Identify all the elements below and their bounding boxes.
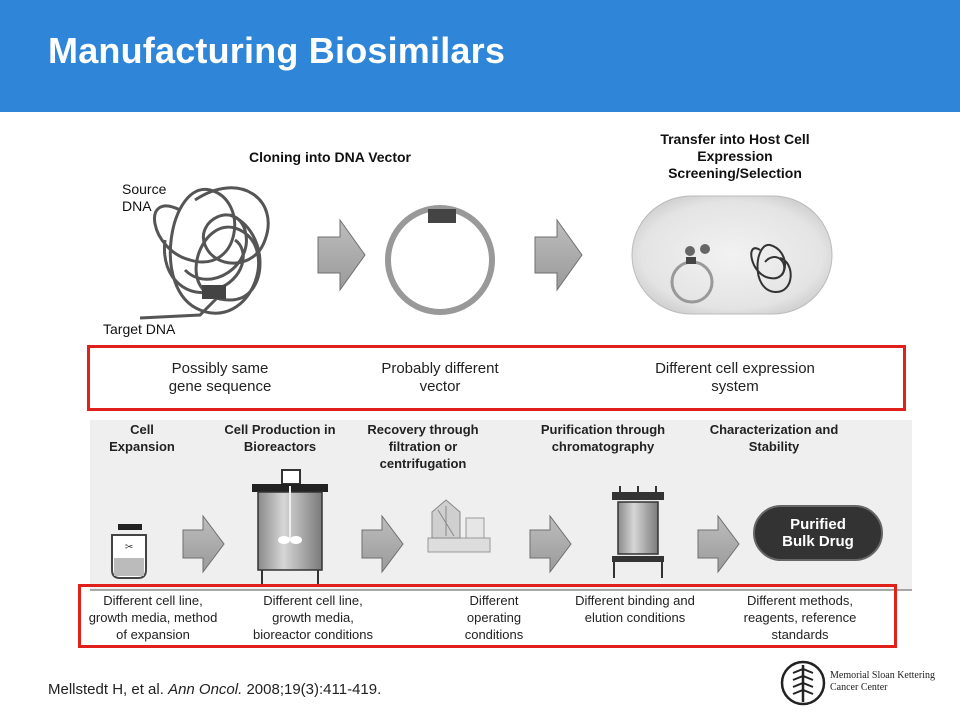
difference-bioreactor: Different cell line, growth media, biore… (253, 593, 373, 642)
host-cell-dot (700, 244, 710, 254)
dna-vector-ring (385, 205, 495, 315)
step-bioreactors: Cell Production in Bioreactors (224, 422, 336, 454)
upper-differences-box (87, 345, 906, 411)
filtration-equipment (427, 499, 491, 553)
msk-logo-text: Memorial Sloan Kettering Cancer Center (830, 670, 935, 694)
difference-operating: Different operating conditions (464, 593, 524, 642)
difference-gene-sequence: Possibly same gene sequence (168, 360, 272, 395)
title-bar: Manufacturing Biosimilars (0, 0, 960, 112)
cloning-step-label: Cloning into DNA Vector (248, 149, 412, 165)
host-cell-dot (685, 246, 695, 256)
process-arrow (182, 514, 225, 574)
citation: Mellstedt H, et al. Ann Oncol. 2008;19(3… (48, 681, 381, 698)
slide-title: Manufacturing Biosimilars (48, 30, 506, 71)
logo-line-2: Cancer Center (830, 682, 888, 693)
host-cell-capsule (631, 195, 833, 315)
difference-expression-system: Different cell expression system (655, 360, 815, 395)
citation-journal: Ann Oncol. (168, 681, 243, 698)
vector-insert-segment (428, 209, 456, 223)
transfer-step-label: Transfer into Host Cell Expression Scree… (660, 131, 810, 181)
source-dna-label: Source DNA (122, 181, 167, 214)
process-arrow (361, 514, 404, 574)
purified-bulk-drug-label: Purified Bulk Drug (782, 516, 854, 550)
logo-line-1: Memorial Sloan Kettering (830, 670, 935, 681)
chromatography-column (612, 486, 664, 578)
difference-vector: Probably different vector (381, 360, 499, 395)
step-cell-expansion: Cell Expansion (109, 422, 175, 454)
purified-bulk-drug-pill (753, 505, 883, 561)
citation-authors: Mellstedt H, et al. (48, 681, 164, 698)
lower-differences-box (78, 584, 897, 648)
process-panel (90, 420, 912, 590)
step-purification: Purification through chromatography (540, 422, 666, 454)
target-dna-label: Target DNA (103, 321, 176, 337)
host-cell-chromosome (750, 243, 792, 294)
step-recovery: Recovery through filtration or centrifug… (367, 422, 479, 471)
process-arrow (529, 514, 572, 574)
process-arrow (534, 218, 583, 292)
process-arrow (317, 218, 366, 292)
step-characterization: Characterization and Stability (709, 422, 839, 454)
host-cell-insert (686, 257, 696, 264)
msk-logo-icon (780, 660, 826, 706)
process-arrow (697, 514, 740, 574)
bioreactor (252, 469, 328, 584)
difference-cell-expansion: Different cell line, growth media, metho… (88, 593, 218, 642)
difference-binding-elution: Different binding and elution conditions (575, 593, 695, 625)
difference-methods: Different methods, reagents, reference s… (743, 593, 857, 642)
citation-details: 2008;19(3):411-419. (246, 681, 382, 698)
cell-expansion-flask: ✂ (111, 524, 147, 579)
target-dna-segment (202, 285, 226, 299)
svg-text:✂: ✂ (125, 542, 133, 553)
